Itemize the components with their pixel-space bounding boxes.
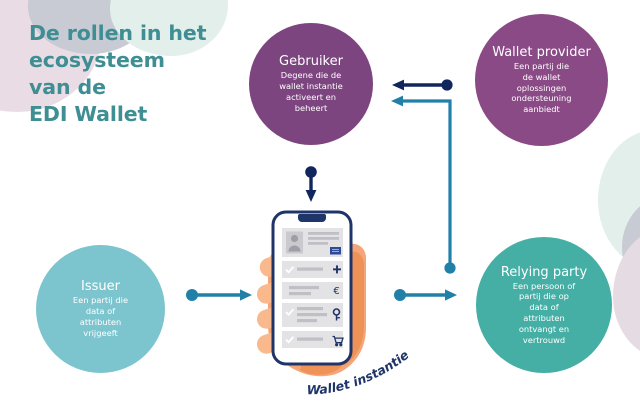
role-title-issuer: Issuer xyxy=(81,279,120,295)
role-description-wallet-provider: Een partij die de wallet oplossingen ond… xyxy=(511,61,572,115)
card-row-euro[interactable]: € xyxy=(282,282,343,299)
phone-screen[interactable]: € xyxy=(282,228,344,348)
cart-icon xyxy=(332,335,344,347)
card-row-key[interactable] xyxy=(282,303,343,327)
role-title-gebruiker: Gebruiker xyxy=(279,54,343,70)
arrow-issuer-to-wallet-instance xyxy=(186,289,252,301)
card-row-add[interactable] xyxy=(282,261,343,278)
role-description-issuer: Een partij die data of attributen vrijge… xyxy=(72,295,129,338)
role-title-relying-party: Relying party xyxy=(500,264,588,280)
role-description-gebruiker: Degene die de wallet instantie activeert… xyxy=(279,70,343,113)
chip-icon xyxy=(330,247,341,255)
role-circle-gebruiker[interactable]: Gebruiker Degene die de wallet instantie… xyxy=(249,23,373,145)
arrow-wallet-instance-to-gebruiker xyxy=(391,95,456,274)
role-circle-issuer[interactable]: Issuer Een partij die data of attributen… xyxy=(36,245,165,373)
euro-icon: € xyxy=(333,286,339,297)
role-title-wallet-provider: Wallet provider xyxy=(492,45,591,60)
plus-icon xyxy=(333,265,341,274)
arrow-wallet-instance-to-relying-party xyxy=(394,289,457,301)
wallet-instance-illustration: € xyxy=(248,206,398,402)
key-icon xyxy=(332,308,341,321)
arrow-wallet-provider-to-gebruiker xyxy=(392,79,453,91)
page-title: De rollen in het ecosysteem van de EDI W… xyxy=(29,21,207,126)
arrow-gebruiker-to-wallet-instance xyxy=(305,166,317,202)
identity-card[interactable] xyxy=(282,228,343,257)
role-circle-relying-party[interactable]: Relying party Een persoon of partij die … xyxy=(476,237,612,373)
card-row-cart[interactable] xyxy=(282,331,344,348)
role-circle-wallet-provider[interactable]: Wallet provider Een partij die de wallet… xyxy=(475,14,608,146)
role-description-relying-party: Een persoon of partij die op data of att… xyxy=(512,280,576,345)
